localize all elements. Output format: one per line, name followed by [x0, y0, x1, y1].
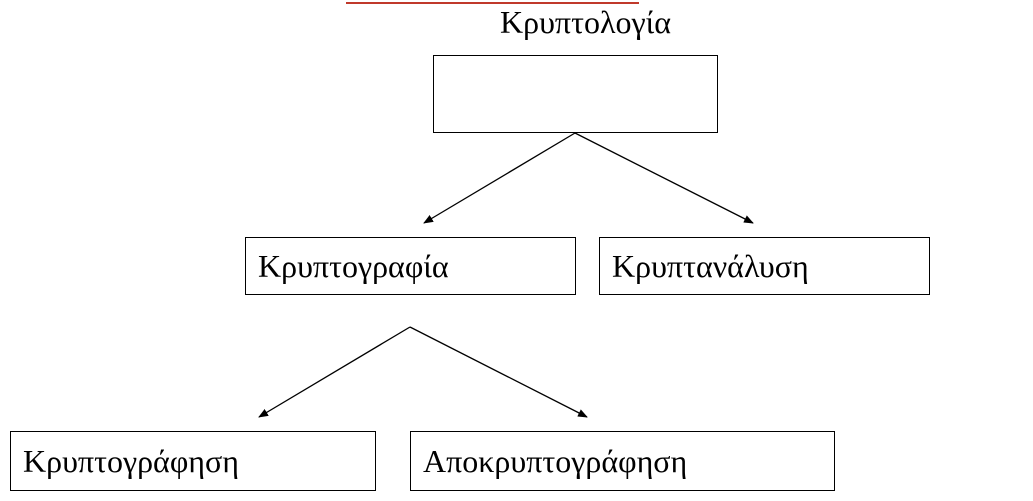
node-cryptanalysis: Κρυπτανάλυση	[599, 237, 930, 295]
arrow-cryptography-to-encryption	[258, 326, 411, 418]
root-title: Κρυπτολογία	[500, 4, 671, 40]
arrow-root-to-cryptography	[423, 132, 576, 224]
node-encryption: Κρυπτογράφηση	[10, 431, 376, 491]
node-cryptography: Κρυπτογραφία	[245, 237, 576, 295]
node-decryption-label: Αποκρυπτογράφηση	[423, 442, 688, 479]
arrow-cryptography-to-decryption	[409, 326, 588, 418]
top-accent-rule	[346, 2, 639, 4]
arrow-root-to-cryptanalysis	[574, 132, 754, 224]
node-cryptanalysis-label: Κρυπτανάλυση	[612, 247, 809, 284]
node-cryptography-label: Κρυπτογραφία	[258, 247, 449, 284]
node-decryption: Αποκρυπτογράφηση	[410, 431, 835, 491]
root-node-box	[433, 55, 718, 133]
node-encryption-label: Κρυπτογράφηση	[23, 442, 239, 479]
